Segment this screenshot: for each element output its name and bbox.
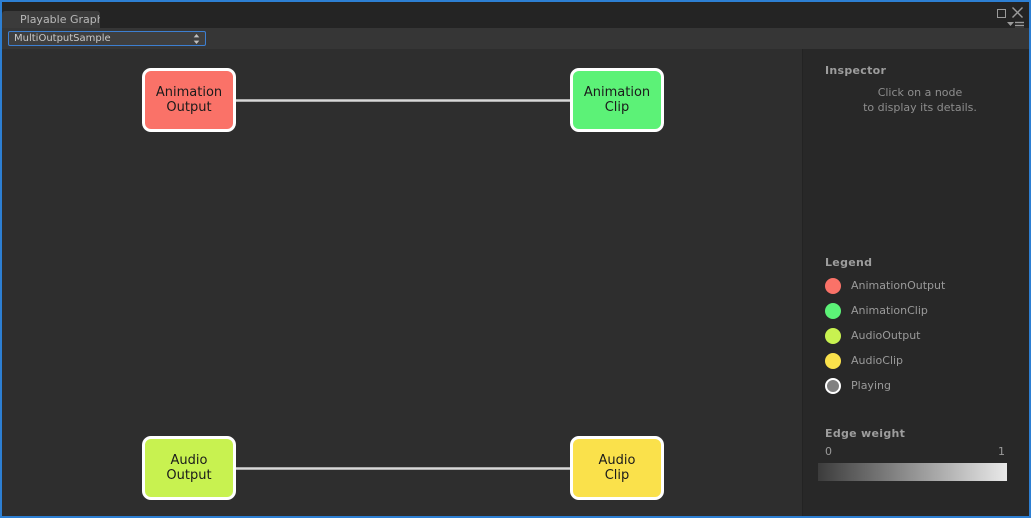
legend-swatch [825,378,841,394]
legend-label: AudioOutput [851,329,921,342]
graph-edge [236,467,570,470]
graph-node-audio-output[interactable]: Audio Output [142,436,236,500]
legend-swatch [825,278,841,294]
legend-swatch [825,303,841,319]
inspector-title: Inspector [825,64,887,77]
graph-node-animation-output[interactable]: Animation Output [142,68,236,132]
legend-title: Legend [825,256,873,269]
legend-label: AnimationOutput [851,279,946,292]
edge-weight-max-label: 1 [998,445,1005,458]
toolbar: MultiOutputSample [2,28,1029,49]
maximize-icon[interactable] [997,9,1006,18]
edge-weight-gradient-bar [818,463,1007,481]
side-panel: Inspector Click on a node to display its… [802,49,1029,516]
updown-arrows-icon [193,34,200,44]
graph-edge [236,99,570,102]
legend-label: AudioClip [851,354,904,367]
window-titlebar: Playable Graph [2,2,1029,30]
node-label: Animation Clip [583,85,651,115]
legend-swatch [825,328,841,344]
graph-selector-value: MultiOutputSample [14,33,111,44]
inspector-hint: Click on a node to display its details. [863,86,977,114]
graph-selector-dropdown[interactable]: MultiOutputSample [8,31,206,46]
legend-label: Playing [851,379,891,392]
node-label: Animation Output [155,85,223,115]
graph-node-animation-clip[interactable]: Animation Clip [570,68,664,132]
close-icon[interactable] [1011,6,1024,19]
legend-swatch [825,353,841,369]
tab-label: Playable Graph [20,13,100,26]
tab-playable-graph[interactable]: Playable Graph [2,11,100,28]
edge-weight-title: Edge weight [825,427,906,440]
node-label: Audio Output [166,453,212,483]
node-label: Audio Clip [598,453,636,483]
edge-weight-min-label: 0 [825,445,832,458]
legend-label: AnimationClip [851,304,928,317]
graph-node-audio-clip[interactable]: Audio Clip [570,436,664,500]
window-menu-icon[interactable] [1007,21,1025,30]
